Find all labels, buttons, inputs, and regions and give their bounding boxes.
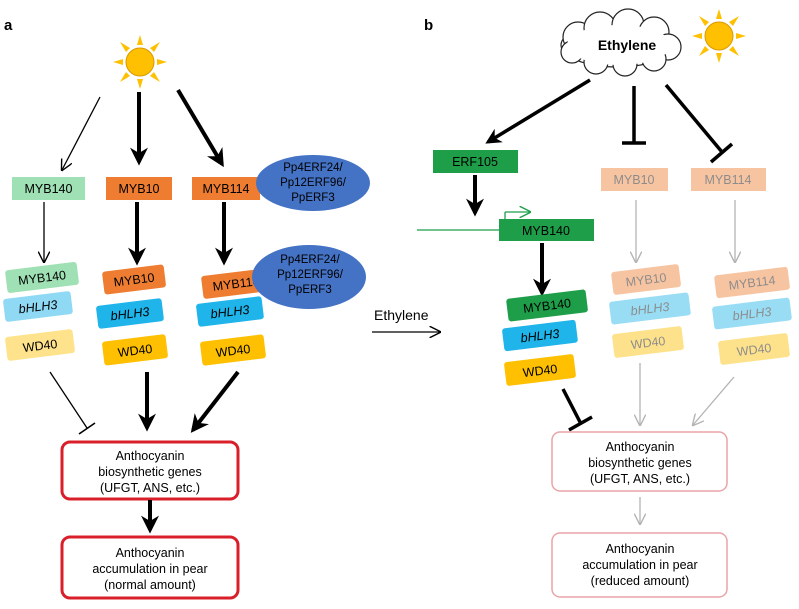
svg-text:PpERF3: PpERF3 [288, 284, 331, 296]
svg-text:bHLH3: bHLH3 [110, 305, 150, 324]
sun-icon [692, 9, 746, 63]
erf105-box: ERF105 [433, 150, 518, 173]
svg-text:(reduced amount): (reduced amount) [591, 574, 690, 588]
erf-ellipse-mid: Pp4ERF24/ Pp12ERF96/ PpERF3 [252, 245, 366, 309]
svg-text:WD40: WD40 [215, 342, 251, 360]
svg-text:biosynthetic genes: biosynthetic genes [588, 456, 692, 470]
arrow-ethylene-erf105 [485, 78, 591, 144]
svg-text:ERF105: ERF105 [452, 155, 498, 169]
myb140-regulator: MYB140 [12, 177, 85, 200]
svg-text:(UFGT, ANS, etc.): (UFGT, ANS, etc.) [100, 481, 200, 495]
svg-text:accumulation in pear: accumulation in pear [582, 558, 697, 572]
svg-text:accumulation in pear: accumulation in pear [92, 562, 207, 576]
svg-text:MYB10: MYB10 [625, 271, 667, 290]
svg-text:Pp4ERF24/: Pp4ERF24/ [283, 162, 343, 174]
inhibition-myb140-genes [49, 371, 96, 435]
svg-text:Anthocyanin: Anthocyanin [606, 542, 675, 556]
svg-text:MYB140: MYB140 [17, 268, 66, 288]
svg-text:MYB114: MYB114 [728, 273, 776, 293]
myb10-regulator-faded: MYB10 [601, 168, 668, 191]
svg-text:Pp12ERF96/: Pp12ERF96/ [277, 269, 344, 281]
genes-box-normal: Anthocyanin biosynthetic genes (UFGT, AN… [60, 440, 240, 501]
svg-text:MYB10: MYB10 [119, 182, 160, 196]
erf-ellipse-top: Pp4ERF24/ Pp12ERF96/ PpERF3 [256, 155, 370, 211]
genes-box-reduced: Anthocyanin biosynthetic genes (UFGT, AN… [551, 431, 728, 492]
ethylene-treatment-label: Ethylene [374, 307, 429, 323]
svg-text:bHLH3: bHLH3 [630, 300, 670, 319]
inhibition-ethylene-myb10 [622, 86, 646, 145]
svg-text:Anthocyanin: Anthocyanin [116, 449, 185, 463]
arrow-sun-myb140 [62, 96, 101, 170]
svg-text:WD40: WD40 [630, 334, 666, 352]
svg-text:Pp4ERF24/: Pp4ERF24/ [280, 254, 340, 266]
svg-text:bHLH3: bHLH3 [732, 305, 772, 324]
myb114-regulator-faded: MYB114 [691, 168, 766, 191]
svg-text:WD40: WD40 [522, 362, 558, 380]
arrow-sun-myb114 [176, 88, 224, 168]
svg-text:WD40: WD40 [736, 341, 772, 359]
arrow-complex3-genes [190, 370, 240, 433]
svg-text:MYB10: MYB10 [113, 271, 155, 290]
myb114-regulator: MYB114 [192, 177, 260, 200]
svg-text:Anthocyanin: Anthocyanin [606, 440, 675, 454]
svg-text:Ethylene: Ethylene [598, 37, 657, 53]
svg-text:PpERF3: PpERF3 [291, 192, 334, 204]
svg-text:MYB10: MYB10 [614, 173, 655, 187]
svg-text:(UFGT, ANS, etc.): (UFGT, ANS, etc.) [590, 472, 690, 486]
complex-myb114-faded: WD40 bHLH3 MYB114 [712, 266, 792, 365]
accumulation-box-normal: Anthocyanin accumulation in pear (normal… [60, 535, 240, 600]
accumulation-box-reduced: Anthocyanin accumulation in pear (reduce… [551, 532, 728, 598]
svg-text:MYB140: MYB140 [522, 224, 570, 238]
svg-text:WD40: WD40 [117, 342, 153, 360]
svg-text:(normal amount): (normal amount) [104, 578, 196, 592]
complex-myb140-active: WD40 bHLH3 MYB140 [502, 289, 588, 386]
svg-text:biosynthetic genes: biosynthetic genes [98, 465, 202, 479]
panel-a-letter: a [4, 17, 13, 34]
complex-myb10: WD40 bHLH3 MYB10 [96, 264, 168, 366]
inhibition-myb140-genes-b [561, 388, 593, 432]
myb140-gene-box: MYB140 [499, 219, 594, 241]
ethylene-cloud: Ethylene [560, 8, 682, 77]
svg-text:Pp12ERF96/: Pp12ERF96/ [280, 177, 347, 189]
svg-text:MYB114: MYB114 [212, 274, 260, 294]
svg-text:bHLH3: bHLH3 [18, 298, 58, 317]
complex-myb10-faded: WD40 bHLH3 MYB10 [609, 264, 691, 358]
svg-text:bHLH3: bHLH3 [520, 327, 560, 346]
svg-text:Anthocyanin: Anthocyanin [116, 546, 185, 560]
arrow-complex3-genes-faded [693, 376, 735, 425]
inhibition-ethylene-myb114 [664, 83, 734, 164]
svg-text:WD40: WD40 [22, 337, 58, 355]
myb10-regulator: MYB10 [106, 177, 172, 200]
complex-myb140: WD40 bHLH3 MYB140 [3, 262, 79, 361]
svg-text:MYB114: MYB114 [704, 173, 751, 187]
svg-text:bHLH3: bHLH3 [210, 303, 250, 322]
sun-icon [113, 35, 167, 89]
svg-text:MYB114: MYB114 [202, 182, 249, 196]
svg-text:MYB140: MYB140 [25, 182, 73, 196]
panel-b-letter: b [424, 17, 433, 34]
svg-text:MYB140: MYB140 [522, 296, 571, 316]
